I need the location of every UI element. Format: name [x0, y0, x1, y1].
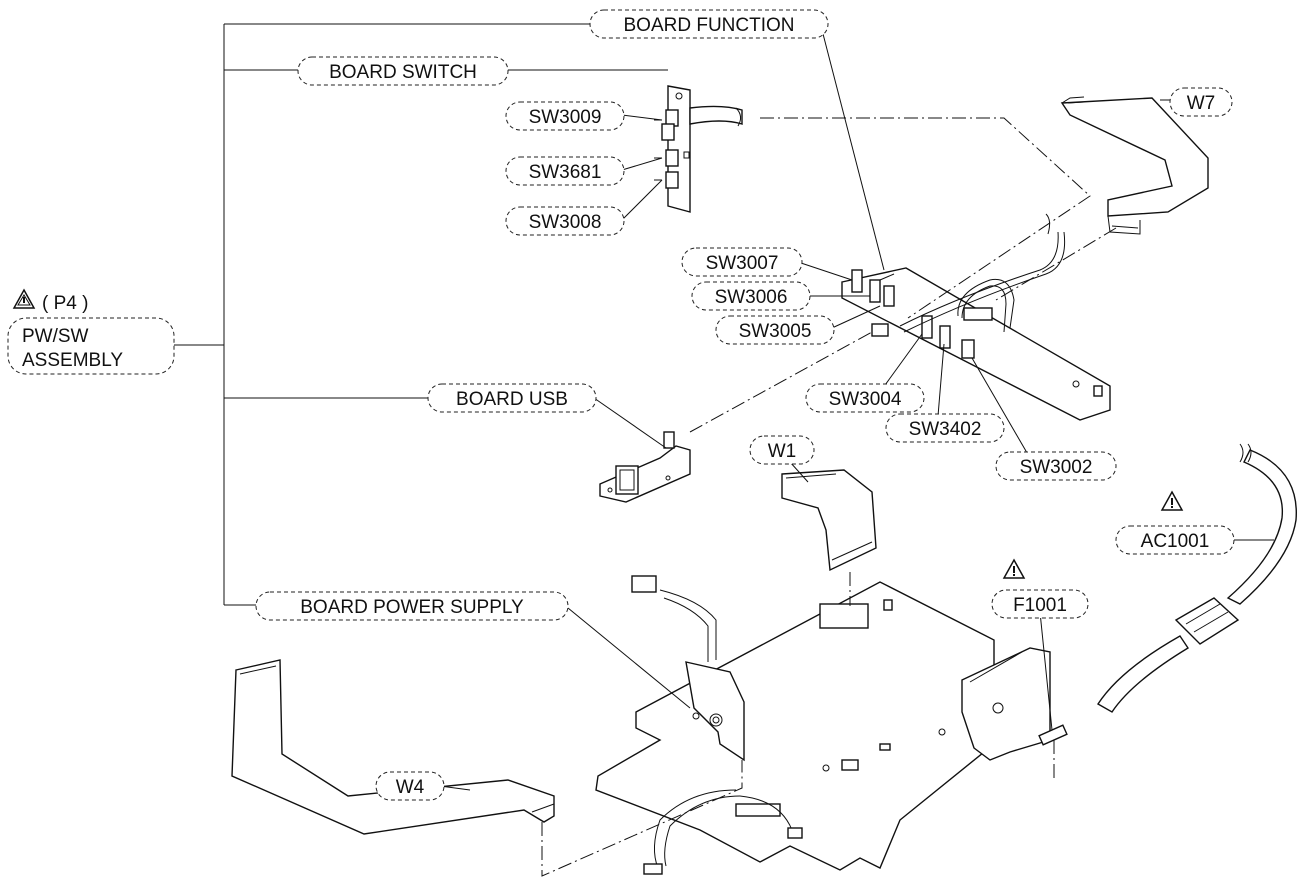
board-usb-pcb [599, 431, 691, 503]
svg-text:( P4 ): ( P4 ) [42, 293, 88, 314]
label-sw3005: SW3005 [715, 315, 835, 345]
svg-text:SW3005: SW3005 [739, 321, 812, 342]
svg-text:BOARD FUNCTION: BOARD FUNCTION [624, 15, 795, 36]
svg-text:PW/SW: PW/SW [22, 326, 89, 347]
svg-text:W1: W1 [768, 441, 797, 462]
label-sw3009: SW3009 [505, 101, 625, 131]
svg-text:W4: W4 [396, 777, 425, 798]
assembly-tree [174, 23, 592, 606]
label-board-switch: BOARD SWITCH [297, 56, 509, 86]
svg-text:SW3402: SW3402 [909, 419, 982, 440]
label-sw3002: SW3002 [995, 451, 1117, 481]
label-ac1001: AC1001 [1115, 525, 1235, 555]
board-function-wire-1 [899, 231, 1059, 327]
svg-text:F1001: F1001 [1013, 595, 1067, 616]
board-function-pcb [841, 267, 1111, 421]
board-switch-pcb [654, 85, 691, 213]
label-board-function: BOARD FUNCTION [589, 9, 829, 39]
label-pw-sw-assembly: PW/SW ASSEMBLY [7, 317, 175, 375]
label-w1: W1 [749, 435, 815, 465]
label-sw3681: SW3681 [505, 156, 625, 186]
svg-text:BOARD POWER SUPPLY: BOARD POWER SUPPLY [300, 597, 524, 618]
warning-triangle-icon [1160, 490, 1184, 511]
label-w4: W4 [375, 771, 445, 801]
svg-text:W7: W7 [1187, 93, 1216, 114]
warning-triangle-icon [1002, 558, 1026, 579]
svg-text:SW3008: SW3008 [529, 212, 602, 233]
svg-text:SW3009: SW3009 [529, 107, 602, 128]
label-sw3402: SW3402 [885, 413, 1005, 443]
svg-text:SW3681: SW3681 [529, 162, 602, 183]
svg-text:SW3006: SW3006 [715, 287, 788, 308]
label-sw3006: SW3006 [691, 281, 811, 311]
svg-text:SW3002: SW3002 [1020, 457, 1093, 478]
svg-text:AC1001: AC1001 [1141, 531, 1210, 552]
label-p4: ( P4 ) [42, 293, 88, 314]
svg-text:BOARD USB: BOARD USB [456, 389, 568, 410]
svg-text:BOARD SWITCH: BOARD SWITCH [329, 62, 477, 83]
warning-triangle-icon [12, 288, 36, 309]
label-w7: W7 [1169, 87, 1233, 117]
alignment-line-w4 [541, 760, 743, 877]
svg-text:SW3004: SW3004 [829, 389, 902, 410]
power-supply-wire-bottom [654, 789, 737, 869]
svg-text:SW3007: SW3007 [706, 253, 779, 274]
alignment-line-w7 [995, 227, 1117, 301]
alignment-line-usb [689, 331, 873, 433]
svg-text:ASSEMBLY: ASSEMBLY [22, 350, 123, 371]
alignment-line-switch [760, 117, 1091, 319]
label-board-usb: BOARD USB [427, 383, 597, 413]
label-f1001: F1001 [991, 589, 1089, 619]
cable-w4 [231, 659, 555, 835]
label-sw3008: SW3008 [505, 206, 625, 236]
cable-w1 [781, 469, 877, 572]
switch-board-cable [689, 105, 743, 125]
label-sw3007: SW3007 [681, 247, 803, 277]
board-power-supply-pcb [595, 581, 1068, 871]
ac-cord-ac1001 [1097, 443, 1297, 713]
label-board-power-supply: BOARD POWER SUPPLY [255, 591, 569, 621]
label-sw3004: SW3004 [805, 383, 925, 413]
leader-lines [439, 29, 1274, 791]
cable-w7 [1060, 96, 1209, 235]
power-supply-wire-top [659, 589, 717, 660]
